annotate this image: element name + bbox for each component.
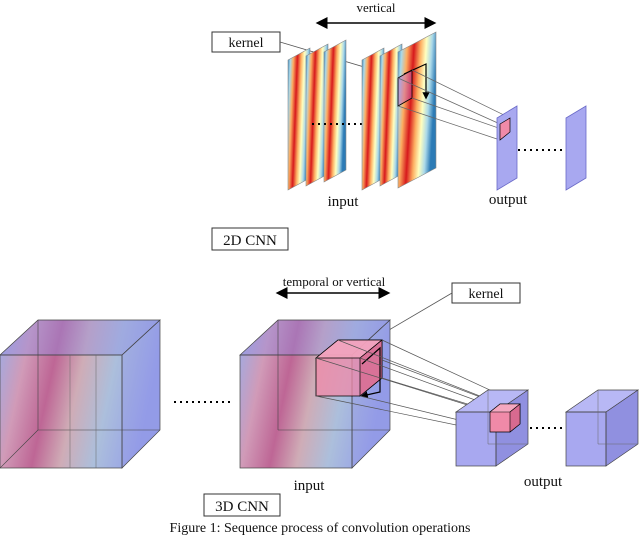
output-plane-2d-1 bbox=[496, 105, 518, 191]
output-kernel-cell-2d bbox=[499, 117, 511, 141]
figure-caption: Figure 1: Sequence process of convolutio… bbox=[170, 521, 471, 536]
input-label-2d: input bbox=[328, 194, 360, 210]
input-label-3d: input bbox=[294, 478, 326, 494]
kernel-motion-arrow-2d bbox=[403, 63, 430, 100]
slice bbox=[397, 31, 437, 189]
input-cube-left bbox=[0, 319, 161, 469]
output-kernel-cell-3d bbox=[489, 403, 521, 433]
input-slices-left bbox=[287, 39, 347, 191]
section-3d-cnn: temporal or vertical kernel bbox=[0, 274, 640, 517]
temporal-label: temporal or vertical bbox=[283, 274, 386, 289]
kernel-label-3d: kernel bbox=[469, 287, 504, 302]
section-box-2d bbox=[211, 227, 289, 251]
output-plane-2d-2 bbox=[565, 105, 587, 191]
output-cube-3d-2 bbox=[564, 389, 640, 467]
slice bbox=[323, 39, 347, 183]
input-slices-right bbox=[361, 31, 437, 191]
kernel-label-2d: kernel bbox=[229, 36, 264, 51]
kernel-motion-arrow-3d bbox=[360, 346, 381, 399]
projection-lines-2d bbox=[397, 69, 511, 141]
section-2d-cnn: vertical kernel bbox=[211, 0, 587, 251]
output-label-3d: output bbox=[524, 474, 563, 490]
section-label-3d: 3D CNN bbox=[215, 499, 269, 515]
vertical-label: vertical bbox=[357, 0, 396, 15]
section-label-2d: 2D CNN bbox=[223, 233, 277, 249]
output-label-2d: output bbox=[489, 192, 528, 208]
section-box-3d bbox=[203, 493, 281, 517]
